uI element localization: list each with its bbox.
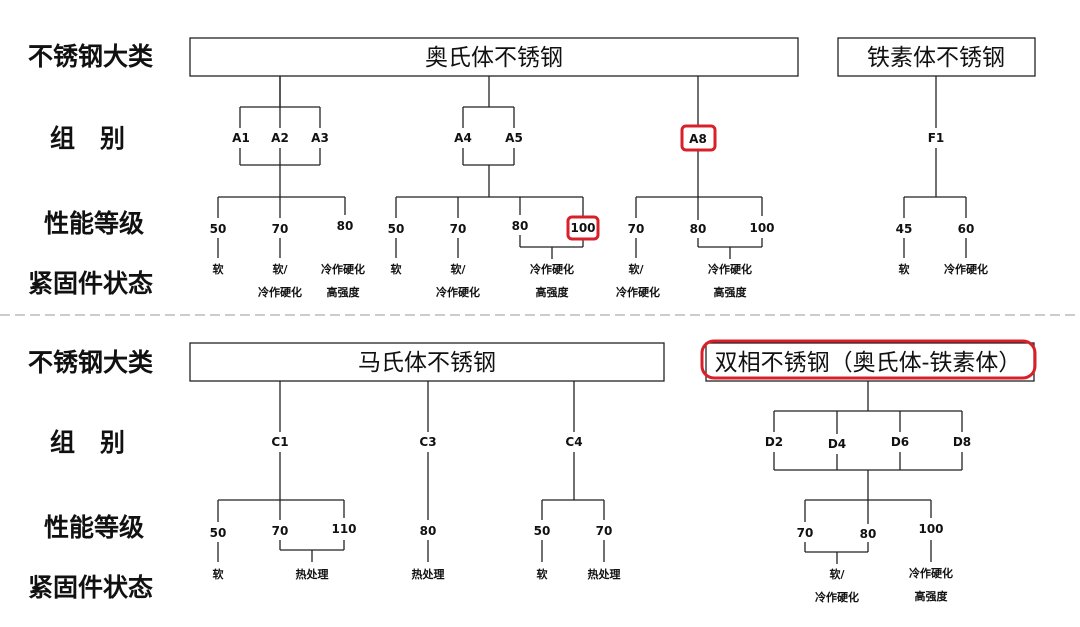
state-c1-soft: 软: [213, 567, 225, 581]
grade-a-set3-70: 70: [628, 222, 645, 236]
grade-a-set2-50: 50: [388, 222, 405, 236]
grade-c4-70: 70: [596, 524, 613, 538]
row-label-category-bottom: 不锈钢大类: [28, 348, 154, 377]
martensitic-title: 马氏体不锈钢: [358, 350, 496, 376]
grade-c4-50: 50: [534, 524, 551, 538]
group-a5: A5: [505, 131, 523, 145]
grade-c3-80: 80: [420, 524, 437, 538]
state-a-set3-soft-slash: 软/: [628, 262, 644, 276]
state-c1-heat-treated: 热处理: [296, 567, 329, 581]
state-c3-heat-treated: 热处理: [412, 567, 445, 581]
grade-a-set1-80: 80: [337, 219, 354, 233]
group-d2: D2: [765, 435, 783, 449]
grade-d-70: 70: [797, 526, 814, 540]
state-a-set1-cold-worked-2: 冷作硬化: [321, 262, 365, 276]
highlight-duplex: [700, 339, 1037, 380]
state-c4-soft: 软: [537, 567, 549, 581]
state-a-set1-cold-worked: 冷作硬化: [258, 285, 302, 299]
group-d6: D6: [891, 435, 909, 449]
grade-a-set3-100: 100: [749, 221, 774, 235]
state-a-set2-soft-slash: 软/: [450, 262, 466, 276]
state-d-cold-worked: 冷作硬化: [815, 590, 859, 604]
state-a-set2-soft: 软: [391, 262, 403, 276]
state-a-set2-high-strength: 高强度: [536, 285, 570, 299]
connector-f1: [903, 76, 967, 258]
row-label-state-top: 紧固件状态: [28, 269, 153, 298]
group-d8: D8: [953, 435, 971, 449]
grade-a-set2-100: 100: [570, 221, 595, 235]
connector-a4-a5: [395, 76, 584, 259]
group-a4: A4: [454, 131, 472, 145]
row-label-group-bottom: 组 别: [50, 428, 125, 457]
duplex-box: [705, 342, 1035, 382]
ferritic-box: [837, 37, 1036, 77]
group-c3: C3: [419, 435, 436, 449]
state-a-set1-soft: 软: [213, 262, 225, 276]
state-d-soft-slash: 软/: [829, 567, 845, 581]
grade-d-80: 80: [860, 527, 877, 541]
state-f-soft: 软: [899, 262, 911, 276]
grade-a-set2-70: 70: [450, 222, 467, 236]
state-a-set2-cold-worked-2: 冷作硬化: [530, 262, 574, 276]
grade-a-set3-80: 80: [690, 222, 707, 236]
state-a-set3-high-strength: 高强度: [714, 285, 748, 299]
highlight-group-a8: [680, 124, 717, 152]
connector-d-groups: [773, 381, 963, 564]
grade-c1-110: 110: [331, 522, 356, 536]
row-label-grade-top: 性能等级: [44, 209, 144, 238]
austenitic-title: 奥氏体不锈钢: [425, 45, 563, 71]
group-d4: D4: [828, 437, 846, 451]
grade-d-100: 100: [918, 522, 943, 536]
row-label-state-bottom: 紧固件状态: [28, 573, 153, 602]
martensitic-box: [189, 342, 665, 382]
row-label-grade-bottom: 性能等级: [44, 513, 144, 542]
state-d-high-strength: 高强度: [915, 589, 949, 603]
grade-a-set1-50: 50: [210, 222, 227, 236]
state-a-set1-soft-slash: 软/: [272, 262, 288, 276]
state-a-set3-cold-worked: 冷作硬化: [616, 285, 660, 299]
grade-a-set2-80: 80: [512, 219, 529, 233]
state-c4-heat-treated: 热处理: [588, 567, 621, 581]
state-a-set1-high-strength: 高强度: [327, 285, 361, 299]
state-f-cold-worked: 冷作硬化: [944, 262, 988, 276]
grade-a-set1-70: 70: [272, 222, 289, 236]
grade-c1-50: 50: [210, 526, 227, 540]
group-c4: C4: [565, 435, 582, 449]
connector-c4: [541, 381, 605, 562]
state-a-set3-cold-worked-2: 冷作硬化: [708, 262, 752, 276]
state-a-set2-cold-worked: 冷作硬化: [436, 285, 480, 299]
state-d-cold-worked-2: 冷作硬化: [909, 566, 953, 580]
group-a8: A8: [689, 132, 707, 146]
connector-a8: [635, 76, 763, 259]
grade-f-45: 45: [896, 222, 913, 236]
ferritic-title: 铁素体不锈钢: [867, 45, 1005, 71]
grade-f-60: 60: [958, 222, 975, 236]
austenitic-box: [189, 37, 799, 77]
grade-c1-70: 70: [272, 524, 289, 538]
group-c1: C1: [271, 435, 288, 449]
duplex-title: 双相不锈钢（奥氏体-铁素体）: [715, 350, 1022, 376]
highlight-grade-100: [566, 215, 600, 241]
group-a1: A1: [232, 131, 250, 145]
group-a2: A2: [271, 131, 289, 145]
row-label-category-top: 不锈钢大类: [28, 42, 154, 71]
connector-a1-a3: [217, 76, 346, 258]
group-a3: A3: [311, 131, 329, 145]
row-label-group-top: 组 别: [50, 124, 125, 153]
connector-c1: [217, 381, 345, 562]
group-f1: F1: [928, 131, 945, 145]
